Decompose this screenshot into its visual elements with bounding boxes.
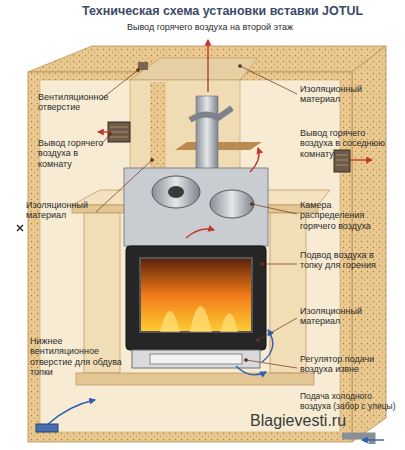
hot-air-label: Вывод горячего воздуха на второй этаж [120,22,300,32]
vent-label: Вентиляционное отверстие [38,92,102,113]
side-vent [334,150,350,172]
leader-lines [96,65,297,369]
insulation-label: Изоляционный материал [300,306,390,327]
hot-air-label: Вывод горячего воздуха в комнату [38,138,104,169]
bracket-shelf [175,142,262,150]
convection-housing [124,168,268,246]
vent-label: Нижнее вентиляционное отверстие для обду… [30,336,122,377]
hot-air-duct [190,108,232,120]
casing-interior [40,80,340,432]
cross-mark [17,225,23,231]
top-vent [138,62,148,70]
fire-glass [140,258,252,332]
regulator-label: Регулятор подачи воздуха извне [300,354,390,375]
distribution-chamber [210,190,254,218]
intake-label: Подача холодного воздуха (забор с улицы) [300,392,398,412]
casing-side [352,46,386,442]
surround-right [270,213,306,373]
insulation-label: Изоляционный материал [26,200,96,221]
stove-insert [126,246,266,350]
ash-base [132,350,260,368]
flue-top [130,58,258,80]
hot-air-label: Вывод горячего воздуха в соседнюю комнат… [300,128,398,159]
air-supply-label: Подвод воздуха в топку для горения [300,250,390,271]
insulation-label: Изоляционный материал [300,84,390,105]
watermark: Blagievesti.ru [250,412,400,430]
bottom-vent [36,424,58,432]
diagram-title: Техническая схема установки вставки JOTU… [82,4,363,18]
hearth [76,373,314,385]
chamber-label: Камера распределения горячего воздуха [300,200,390,231]
